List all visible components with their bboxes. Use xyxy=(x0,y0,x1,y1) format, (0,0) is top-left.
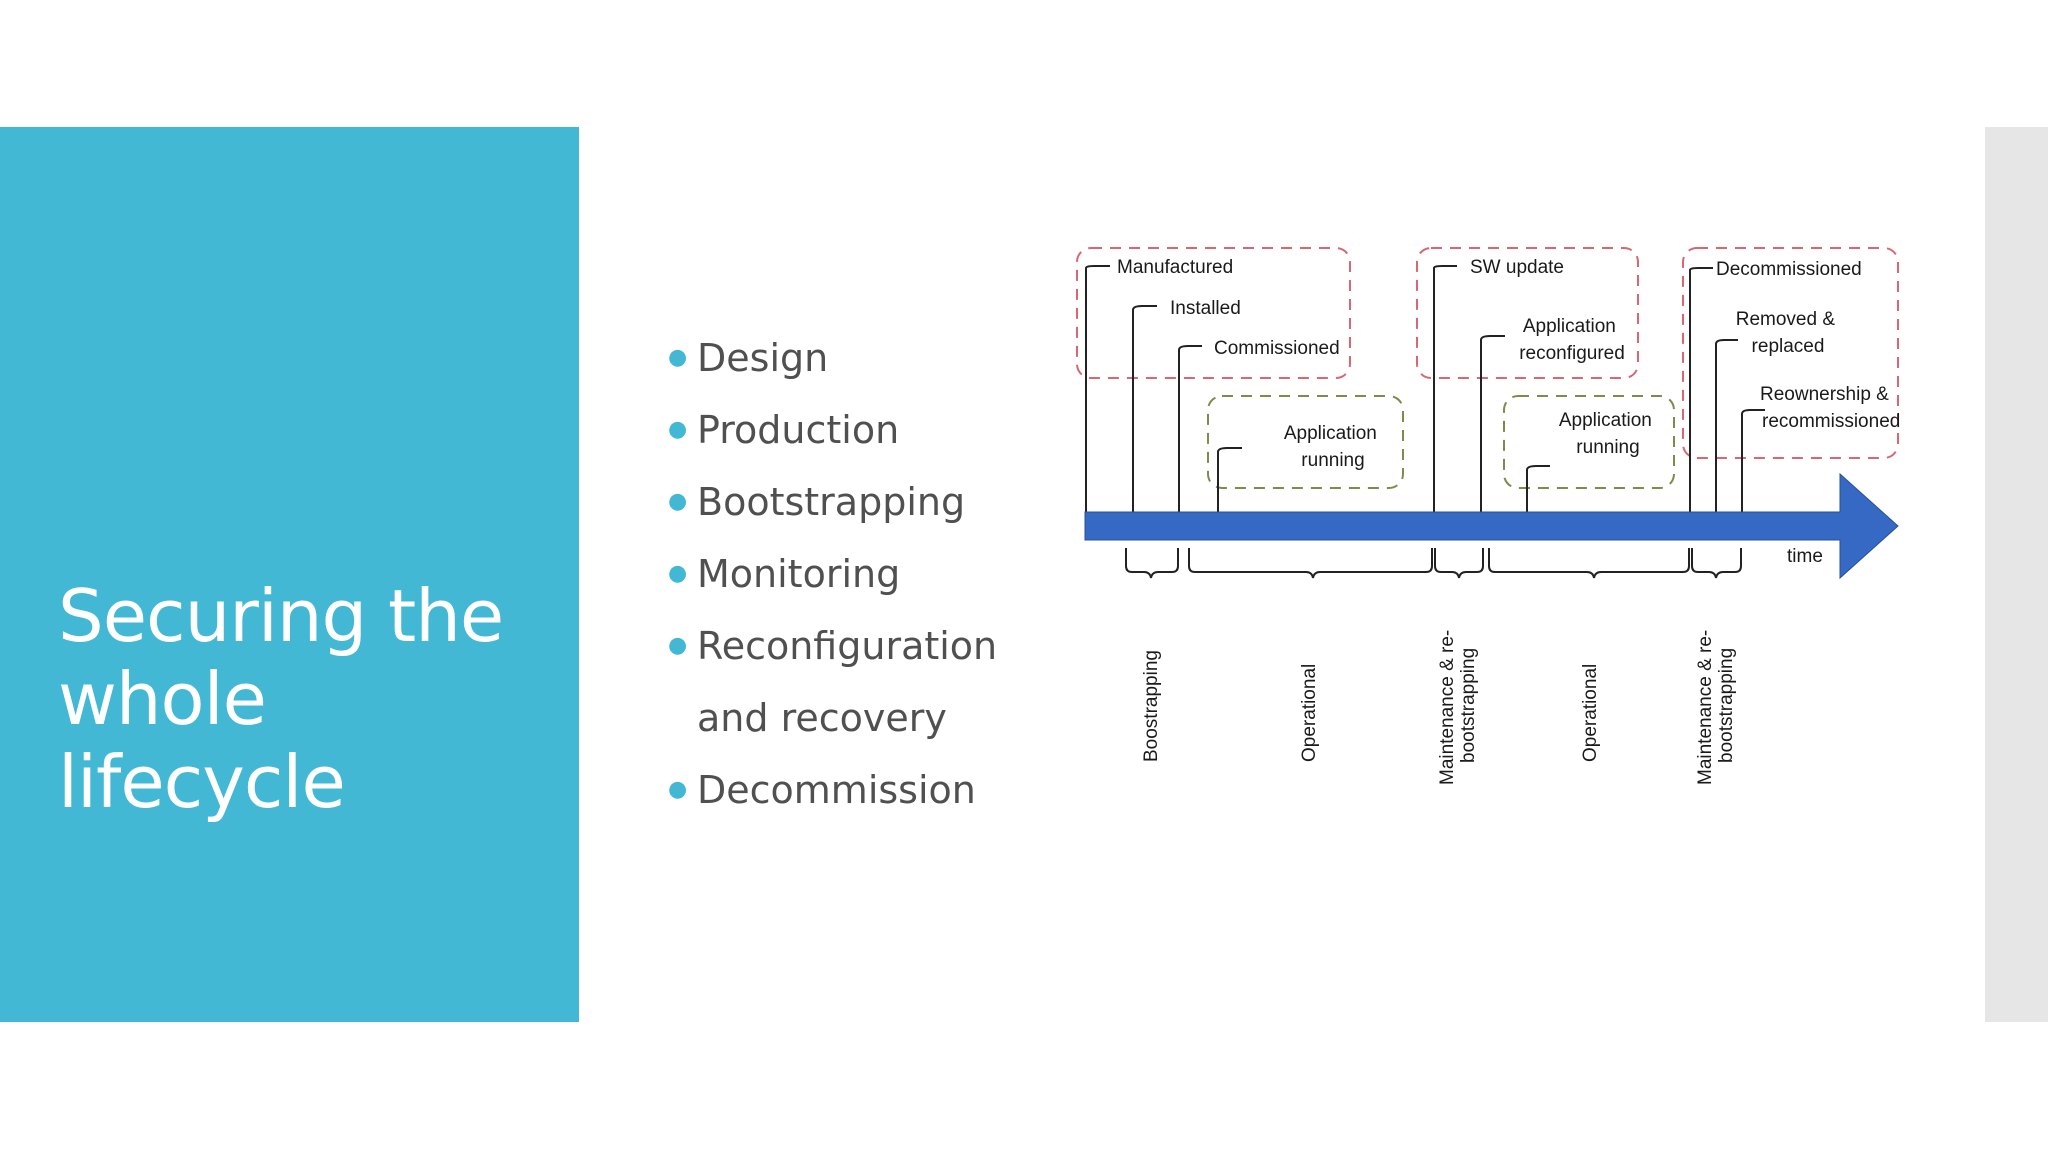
event-app-running-2-line2: running xyxy=(1576,437,1639,458)
bullet-item: ● Decommission xyxy=(668,754,1028,826)
bullet-item: ● Bootstrapping xyxy=(668,466,1028,538)
bullet-item: ● Reconfiguration and recovery xyxy=(668,610,1028,754)
event-reownership: Reownership & recommissioned xyxy=(1760,384,1900,432)
event-app-running-2-line1: Application xyxy=(1559,410,1652,431)
phase-maintenance-1: Maintenance & re- bootstrapping xyxy=(1437,624,1479,785)
bullet-dot-icon: ● xyxy=(668,633,688,658)
app-events-group-1 xyxy=(1207,395,1404,489)
event-reownership-line2: recommissioned xyxy=(1762,411,1900,432)
event-removed-replaced-line2: replaced xyxy=(1752,336,1825,357)
event-sw-update: SW update xyxy=(1470,257,1564,278)
lifecycle-diagram: time Manufactured Installed Commissioned… xyxy=(1076,247,1900,785)
title-panel: Securing the whole lifecycle xyxy=(0,127,579,1022)
event-app-reconfigured-line2: reconfigured xyxy=(1519,343,1625,364)
event-app-running-1: Application running xyxy=(1284,423,1382,471)
bullet-dot-icon: ● xyxy=(668,777,688,802)
bullet-list: ● Design ● Production ● Bootstrapping ● Moni… xyxy=(668,322,1028,826)
bullet-dot-icon: ● xyxy=(668,417,688,442)
bullet-text: Monitoring xyxy=(697,552,901,596)
device-events-group-2 xyxy=(1416,247,1639,379)
bullet-dot-icon: ● xyxy=(668,345,688,370)
event-installed: Installed xyxy=(1170,298,1241,319)
event-commissioned: Commissioned xyxy=(1214,338,1340,359)
event-app-running-1-line1: Application xyxy=(1284,423,1377,444)
event-app-reconfigured-line1: Application xyxy=(1523,316,1616,337)
bullet-text: Design xyxy=(697,336,829,380)
phase-bootstrapping: Boostrapping xyxy=(1141,650,1162,762)
phase-maintenance-2-line1: Maintenance & re- xyxy=(1695,630,1716,785)
event-labels: Manufactured Installed Commissioned Appl… xyxy=(1117,257,1900,471)
phase-operational-1: Operational xyxy=(1299,664,1320,762)
event-removed-replaced-line1: Removed & xyxy=(1736,309,1836,330)
bullet-dot-icon: ● xyxy=(668,489,688,514)
event-app-reconfigured: Application reconfigured xyxy=(1519,316,1625,364)
time-arrow xyxy=(1084,472,1899,580)
device-events-group-3 xyxy=(1682,247,1899,459)
phase-maintenance-1-line2: bootstrapping xyxy=(1458,648,1479,763)
phase-maintenance-2-line2: bootstrapping xyxy=(1716,648,1737,763)
phase-labels: Boostrapping Operational Maintenance & r… xyxy=(1141,624,1737,785)
event-reownership-line1: Reownership & xyxy=(1760,384,1889,405)
event-lines xyxy=(1085,265,1765,513)
time-label: time xyxy=(1787,546,1823,567)
bullet-dot-icon: ● xyxy=(668,561,688,586)
event-app-running-2: Application running xyxy=(1559,410,1657,458)
phase-operational-2: Operational xyxy=(1580,664,1601,762)
event-manufactured: Manufactured xyxy=(1117,257,1233,278)
bullet-item: ● Design xyxy=(668,322,1028,394)
bullet-text: Production xyxy=(697,408,900,452)
phase-maintenance-1-line1: Maintenance & re- xyxy=(1437,630,1458,785)
event-decommissioned: Decommissioned xyxy=(1716,259,1862,280)
phase-braces xyxy=(1125,548,1742,579)
event-app-running-1-line2: running xyxy=(1301,450,1364,471)
device-events-group-1 xyxy=(1076,247,1351,379)
bullet-item: ● Monitoring xyxy=(668,538,1028,610)
slide-title: Securing the whole lifecycle xyxy=(58,574,504,824)
app-events-group-2 xyxy=(1503,395,1675,489)
bullet-text: Reconfiguration and recovery xyxy=(697,624,998,740)
bullet-item: ● Production xyxy=(668,394,1028,466)
event-removed-replaced: Removed & replaced xyxy=(1736,309,1841,357)
right-edge-strip xyxy=(1985,127,2048,1022)
bullet-text: Bootstrapping xyxy=(697,480,966,524)
bullet-text: Decommission xyxy=(697,768,976,812)
phase-maintenance-2: Maintenance & re- bootstrapping xyxy=(1695,624,1737,785)
